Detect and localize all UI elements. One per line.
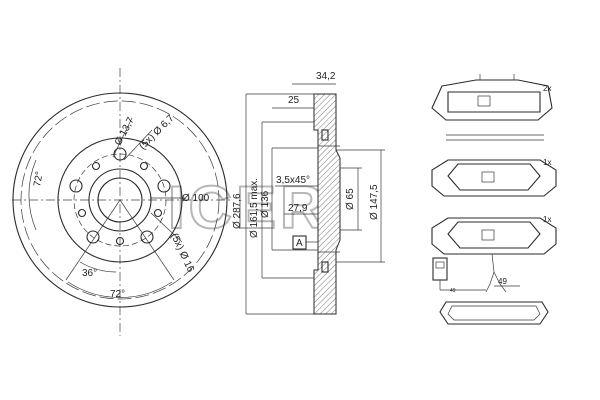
chamfer-label: 3,5x45° bbox=[276, 175, 310, 186]
pad-clip bbox=[481, 171, 495, 183]
disc-section-view: 34,2 25 Ø 287,6 Ø 161,5 max. Ø 136 Ø 65 … bbox=[232, 71, 385, 315]
bolt-hole bbox=[86, 230, 100, 244]
leader-line bbox=[150, 212, 183, 243]
hole-dia-label-2: (5x) Ø 6,7 bbox=[137, 113, 177, 153]
sensor-length-label: 49 bbox=[498, 277, 507, 286]
disc-section-profile bbox=[313, 93, 341, 315]
small-hole bbox=[139, 161, 149, 171]
disc-outer-edge bbox=[12, 92, 228, 308]
disc-friction-ring bbox=[20, 100, 220, 300]
brake-pad-friction-side bbox=[439, 301, 549, 325]
pad-qty-top: 2x bbox=[543, 84, 551, 93]
brake-pad-middle bbox=[431, 159, 557, 197]
angle-label-inner: 36° bbox=[82, 268, 97, 279]
connector-detail bbox=[435, 261, 445, 269]
pad-qty-bottom: 1x bbox=[543, 215, 551, 224]
datum-label: A bbox=[296, 238, 303, 249]
pad-clip bbox=[477, 95, 491, 107]
bolt-hole bbox=[157, 179, 171, 193]
dim-label-25: 25 bbox=[288, 95, 300, 106]
bolt-hole bbox=[113, 147, 127, 161]
dim-label-287-6: Ø 287,6 bbox=[232, 193, 243, 229]
wear-sensor-connector bbox=[432, 257, 448, 281]
angle-leg bbox=[65, 199, 121, 281]
pad-friction-area bbox=[447, 221, 541, 249]
pad-friction-area bbox=[447, 91, 541, 113]
pad-qty-mid: 1x bbox=[543, 158, 551, 167]
pad-friction-area bbox=[447, 163, 541, 191]
small-hole bbox=[91, 161, 101, 171]
hole-dia-label-1: Ø 13,7 bbox=[113, 115, 137, 147]
bore-inner bbox=[97, 177, 143, 223]
angle-arc-left bbox=[28, 159, 37, 231]
dim-label-161-5: Ø 161,5 max. bbox=[249, 178, 260, 238]
brake-pads-group: 2x 1x 1x 49 49 bbox=[431, 74, 557, 325]
disc-front-view: 72° 72° 36° Ø 13,7 (5x) Ø 6,7 (5x) Ø 16 … bbox=[12, 68, 232, 336]
center-bore bbox=[88, 168, 152, 232]
leader-line bbox=[112, 117, 133, 158]
dim-label-34-2: 34,2 bbox=[316, 71, 336, 82]
datum-box bbox=[292, 235, 307, 250]
small-hole bbox=[153, 208, 163, 218]
vent-slot bbox=[321, 129, 329, 141]
bore-dia-label: Ø 100 bbox=[182, 193, 210, 204]
bolt-hole bbox=[140, 230, 154, 244]
wear-sensor-wire bbox=[493, 271, 507, 293]
leader-line bbox=[123, 129, 153, 161]
angle-label-left: 72° bbox=[32, 171, 45, 188]
small-hole bbox=[77, 208, 87, 218]
sensor-length-small: 49 bbox=[450, 288, 456, 294]
dim-label-65: Ø 65 bbox=[345, 188, 356, 210]
brake-pad-bottom bbox=[431, 217, 557, 255]
dim-label-27-9: 27,9 bbox=[288, 203, 308, 214]
vent-slot bbox=[321, 261, 329, 273]
pad-friction-area bbox=[447, 305, 541, 321]
angle-leg bbox=[119, 199, 175, 281]
pad-clip bbox=[481, 229, 495, 241]
small-hole bbox=[115, 236, 125, 246]
brake-pad-top bbox=[431, 79, 553, 121]
angle-label-bottom: 72° bbox=[110, 289, 125, 300]
angle-arc-inner bbox=[79, 261, 117, 273]
dim-label-136: Ø 136 bbox=[260, 190, 271, 218]
dim-label-147-5: Ø 147,5 bbox=[369, 184, 380, 220]
bolt-circle bbox=[73, 153, 167, 247]
bolt-hole bbox=[69, 179, 83, 193]
wear-sensor-wire bbox=[485, 253, 495, 293]
angle-arc-bottom bbox=[67, 281, 173, 298]
disc-hat-outer bbox=[57, 137, 183, 263]
